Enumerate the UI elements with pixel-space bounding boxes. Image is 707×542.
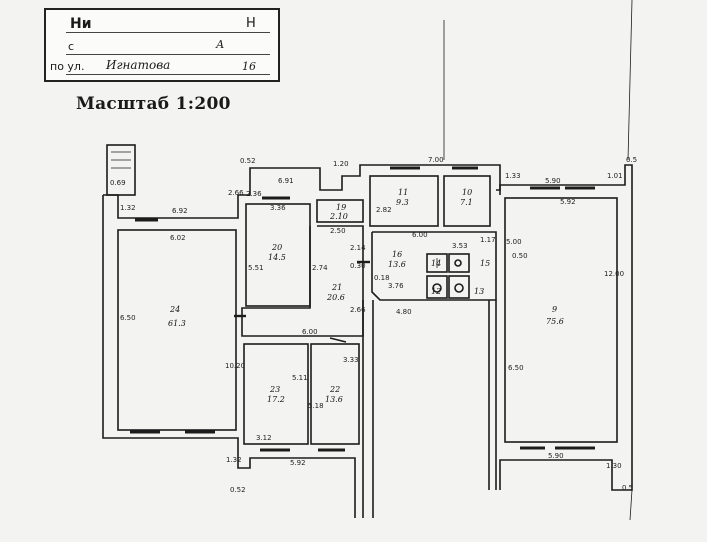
- dim-130: 1.30: [606, 462, 622, 470]
- stamp-line-3: [66, 74, 270, 75]
- room-16-area: 13.6: [388, 260, 406, 269]
- room-24-id: 24: [169, 305, 180, 314]
- dim-353: 3.53: [452, 242, 468, 250]
- dim-590-top: 5.90: [545, 177, 561, 185]
- dimension-labels: 0.52 6.91 1.20 7.00 5.90 0.5 0.69 1.32 6…: [110, 156, 637, 494]
- dim-018: 0.18: [374, 274, 390, 282]
- dim-030: 0.30: [350, 262, 366, 270]
- dim-052-top: 0.52: [240, 157, 256, 165]
- dim-069: 0.69: [110, 179, 126, 187]
- stamp-row3-label: по ул.: [50, 60, 85, 73]
- room-12-id: 12: [431, 287, 441, 296]
- dim-592-b: 5.92: [290, 459, 306, 467]
- stamp-number: 16: [242, 60, 256, 73]
- dim-266: 2.66: [228, 189, 244, 197]
- dim-1020: 10.20: [225, 362, 245, 370]
- dim-333: 3.33: [343, 356, 359, 364]
- dim-600b: 6.00: [302, 328, 318, 336]
- room-23-area: 17.2: [267, 395, 285, 404]
- room-19-id: 19: [336, 203, 346, 212]
- stamp-street: Игнатова: [106, 58, 171, 72]
- dim-650-r: 6.50: [508, 364, 524, 372]
- dim-282: 2.82: [376, 206, 392, 214]
- stamp-row1-left: Ни: [70, 16, 92, 32]
- dim-511: 5.11: [292, 374, 308, 382]
- dim-376: 3.76: [388, 282, 404, 290]
- dim-236: 2.36: [246, 190, 262, 198]
- dim-214: 2.14: [350, 244, 366, 252]
- room-15-id: 15: [480, 259, 490, 268]
- plan-walls: [102, 0, 633, 521]
- dim-650-l: 6.50: [120, 314, 136, 322]
- room-14-id: 14: [431, 259, 441, 268]
- dim-692: 6.92: [172, 207, 188, 215]
- dim-600: 6.00: [412, 231, 428, 239]
- room-22-area: 13.6: [325, 395, 343, 404]
- room-11-area: 9.3: [396, 198, 409, 207]
- dim-700: 7.00: [428, 156, 444, 164]
- room-24-area: 61.3: [168, 319, 186, 328]
- room-10-id: 10: [462, 188, 472, 197]
- dim-101: 1.01: [607, 172, 623, 180]
- room-16-id: 16: [392, 250, 402, 259]
- dim-480: 4.80: [396, 308, 412, 316]
- room-23-id: 23: [269, 385, 280, 394]
- dim-266b: 2.66: [350, 306, 366, 314]
- dim-590-b: 5.90: [548, 452, 564, 460]
- room-20-area: 14.5: [268, 253, 286, 262]
- scale-label: Масштаб 1:200: [76, 94, 231, 114]
- room-21-area: 20.6: [326, 293, 345, 302]
- room-9-id: 9: [552, 305, 557, 314]
- dim-592-r: 5.92: [560, 198, 576, 206]
- room-19-area: 2.10: [329, 212, 348, 221]
- dim-117: 1.17: [480, 236, 496, 244]
- dim-250: 2.50: [330, 227, 346, 235]
- dim-274: 2.74: [312, 264, 328, 272]
- dim-312: 3.12: [256, 434, 272, 442]
- dim-518: 5.18: [308, 402, 324, 410]
- dim-132-b: 1.32: [226, 456, 242, 464]
- dim-050: 0.50: [512, 252, 528, 260]
- room-labels: 24 61.3 20 14.5 19 2.10 21 20.6 23 17.2 …: [168, 188, 564, 404]
- room-10-area: 7.1: [460, 198, 473, 207]
- stamp-row2-right: А: [216, 38, 225, 51]
- room-21-id: 21: [331, 283, 342, 292]
- stamp-row1-right: Н: [246, 16, 256, 31]
- dim-05-b: 0.5: [622, 484, 633, 492]
- dim-052-b: 0.52: [230, 486, 246, 494]
- stamp-line-2: [66, 54, 270, 55]
- title-stamp: Ни Н с А по ул. Игнатова 16: [44, 8, 280, 82]
- dim-132: 1.32: [120, 204, 136, 212]
- dim-551: 5.51: [248, 264, 264, 272]
- dim-1200: 12.00: [604, 270, 624, 278]
- dim-500-r: 5.00: [506, 238, 522, 246]
- dim-133: 1.33: [505, 172, 521, 180]
- dim-05-right: 0.5: [626, 156, 637, 164]
- stamp-line-1: [66, 32, 270, 33]
- stamp-row2-left: с: [68, 40, 75, 53]
- room-13-id: 13: [474, 287, 484, 296]
- dim-120: 1.20: [333, 160, 349, 168]
- room-20-id: 20: [271, 243, 282, 252]
- dim-691: 6.91: [278, 177, 294, 185]
- room-22-id: 22: [329, 385, 340, 394]
- dim-336: 3.36: [270, 204, 286, 212]
- room-9-area: 75.6: [546, 317, 564, 326]
- room-11-id: 11: [398, 188, 408, 197]
- dim-602: 6.02: [170, 234, 186, 242]
